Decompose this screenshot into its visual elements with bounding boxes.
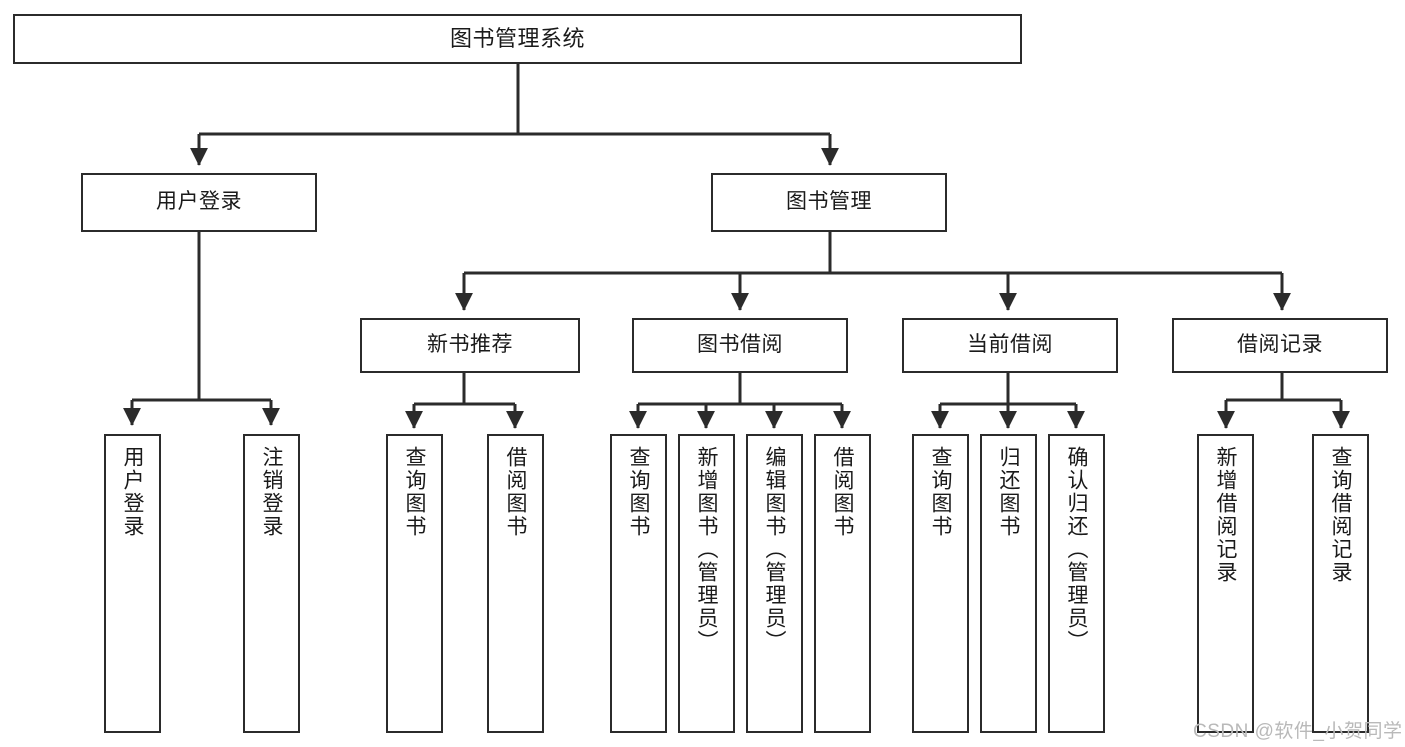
node-borrow-record-label: 借阅记录 [1237, 333, 1323, 357]
node-borrow-record[interactable]: 借阅记录 [1172, 318, 1388, 373]
node-leaf-query-record-label: 查询借阅记录 [1329, 446, 1353, 584]
node-leaf-borrow-book-2-label: 借阅图书 [831, 446, 855, 538]
node-user-login-label: 用户登录 [156, 190, 242, 214]
node-leaf-query-book-1[interactable]: 查询图书 [386, 434, 443, 733]
node-leaf-logout-login[interactable]: 注销登录 [243, 434, 300, 733]
node-leaf-query-record[interactable]: 查询借阅记录 [1312, 434, 1369, 733]
node-leaf-confirm-return-label: 确认归还（管理员） [1065, 446, 1089, 653]
node-leaf-logout-login-label: 注销登录 [260, 446, 284, 538]
node-leaf-query-book-3[interactable]: 查询图书 [912, 434, 969, 733]
node-leaf-add-record[interactable]: 新增借阅记录 [1197, 434, 1254, 733]
node-leaf-return-book-label: 归还图书 [997, 446, 1021, 538]
node-leaf-query-book-3-label: 查询图书 [929, 446, 953, 538]
node-new-book-rec-label: 新书推荐 [427, 333, 513, 357]
node-leaf-user-login-label: 用户登录 [121, 446, 145, 538]
node-leaf-borrow-book-1[interactable]: 借阅图书 [487, 434, 544, 733]
node-leaf-query-book-1-label: 查询图书 [403, 446, 427, 538]
node-book-borrow[interactable]: 图书借阅 [632, 318, 848, 373]
node-leaf-add-record-label: 新增借阅记录 [1214, 446, 1238, 584]
node-leaf-confirm-return[interactable]: 确认归还（管理员） [1048, 434, 1105, 733]
node-root-label: 图书管理系统 [449, 26, 585, 52]
node-leaf-edit-book[interactable]: 编辑图书（管理员） [746, 434, 803, 733]
node-leaf-return-book[interactable]: 归还图书 [980, 434, 1037, 733]
node-leaf-user-login[interactable]: 用户登录 [104, 434, 161, 733]
node-leaf-edit-book-label: 编辑图书（管理员） [763, 446, 787, 653]
node-new-book-rec[interactable]: 新书推荐 [360, 318, 580, 373]
node-leaf-borrow-book-2[interactable]: 借阅图书 [814, 434, 871, 733]
csdn-watermark: CSDN @软件_小贺同学 [1193, 721, 1403, 742]
node-leaf-borrow-book-1-label: 借阅图书 [504, 446, 528, 538]
node-current-borrow-label: 当前借阅 [967, 333, 1053, 357]
node-leaf-query-book-2[interactable]: 查询图书 [610, 434, 667, 733]
node-book-manage-label: 图书管理 [786, 190, 872, 214]
node-user-login[interactable]: 用户登录 [81, 173, 317, 232]
node-current-borrow[interactable]: 当前借阅 [902, 318, 1118, 373]
node-root[interactable]: 图书管理系统 [13, 14, 1022, 64]
node-book-borrow-label: 图书借阅 [697, 333, 783, 357]
node-book-manage[interactable]: 图书管理 [711, 173, 947, 232]
node-leaf-query-book-2-label: 查询图书 [627, 446, 651, 538]
node-leaf-add-book[interactable]: 新增图书（管理员） [678, 434, 735, 733]
node-leaf-add-book-label: 新增图书（管理员） [695, 446, 719, 653]
